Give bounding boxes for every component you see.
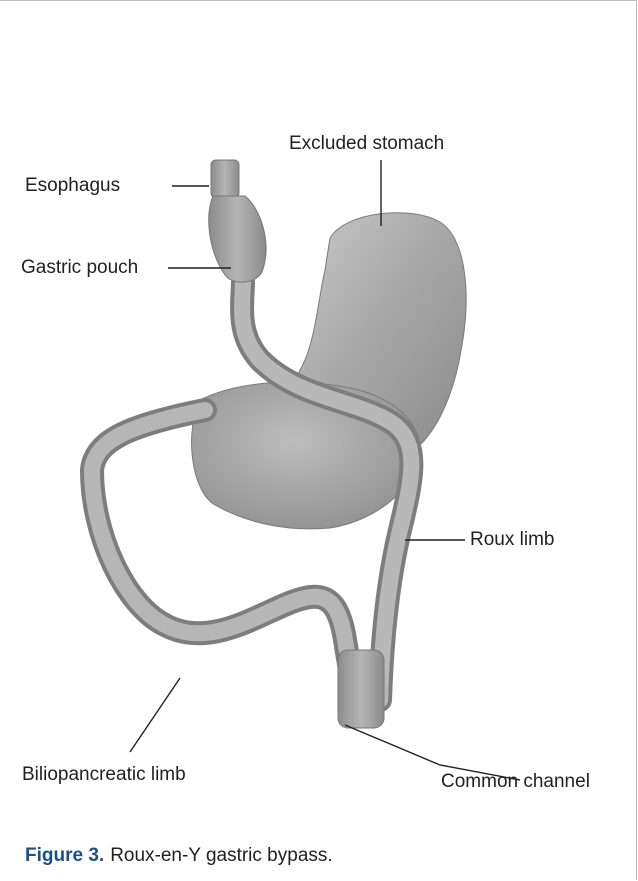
esophagus-shape (211, 160, 239, 198)
gastric-pouch-shape (209, 196, 266, 282)
biliopancreatic-limb-leader (130, 678, 180, 752)
label-gastric-pouch: Gastric pouch (21, 258, 138, 277)
figure-number: Figure 3. (25, 845, 104, 866)
label-excluded-stomach: Excluded stomach (289, 134, 444, 153)
stomach-body-shape (192, 382, 420, 529)
common-channel-shape (338, 650, 384, 728)
figure-caption-text: Roux-en-Y gastric bypass. (110, 845, 332, 866)
label-common-channel: Common channel (441, 772, 590, 791)
label-biliopancreatic-limb: Biliopancreatic limb (22, 765, 186, 784)
label-esophagus: Esophagus (25, 176, 120, 195)
figure-caption: Figure 3. Roux-en-Y gastric bypass. (25, 845, 333, 867)
label-roux-limb: Roux limb (470, 530, 554, 549)
